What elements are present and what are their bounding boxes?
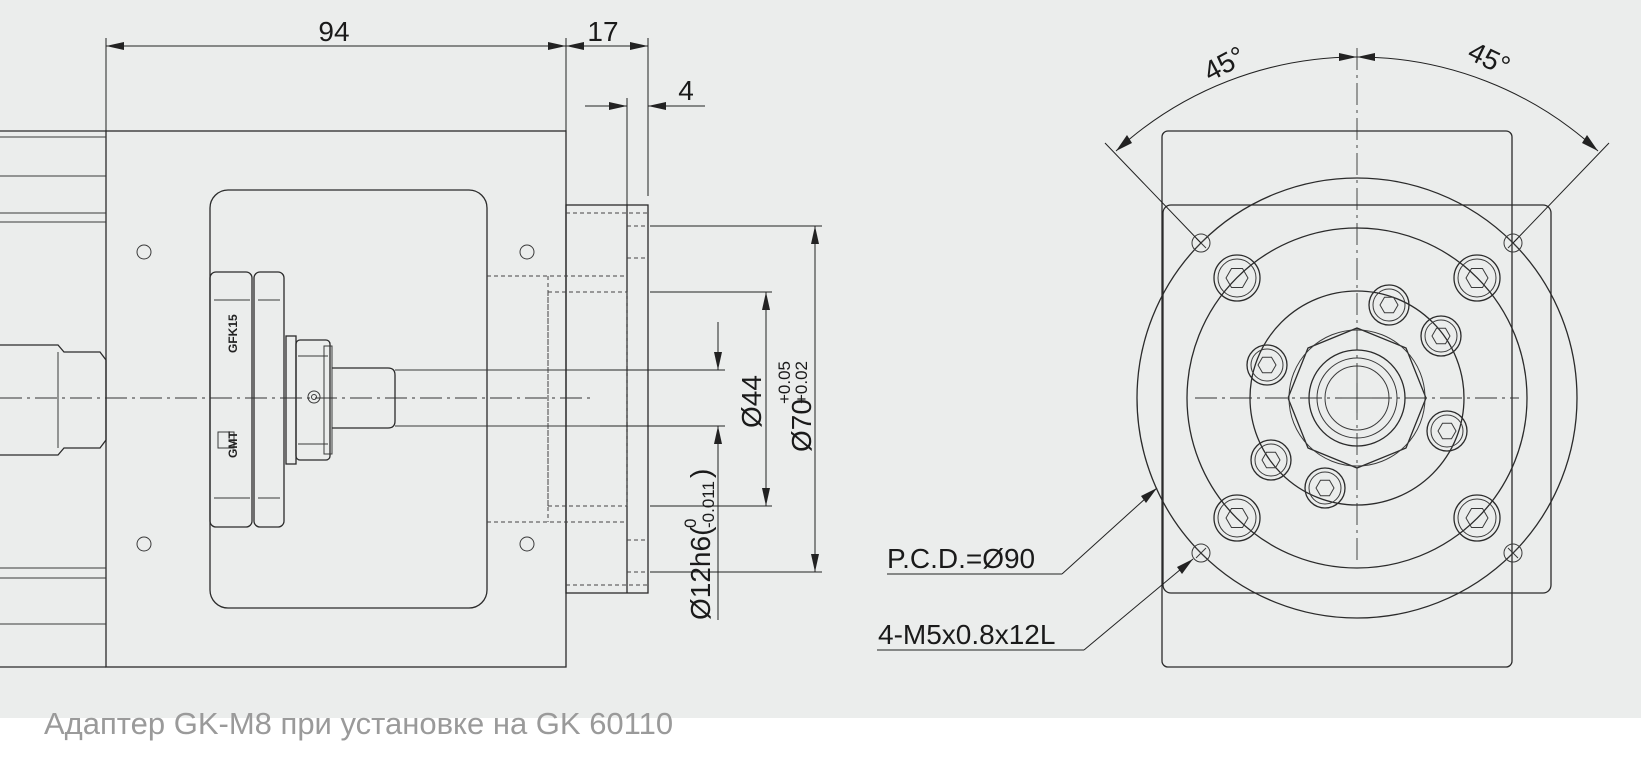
dim-spigot-70-tol-upper: +0.05 <box>775 361 794 404</box>
flange-outer-circle <box>1136 177 1578 619</box>
inner-bolt <box>1368 284 1410 326</box>
adapter-flange <box>487 204 649 594</box>
inner-bolt <box>1304 467 1346 509</box>
dim-length-94: 94 <box>318 16 349 47</box>
housing-outline <box>1161 130 1513 668</box>
dim-spigot-70: Ø70 +0.05 +0.02 <box>775 361 817 452</box>
angle-left-label: 45° <box>1198 40 1250 87</box>
dim-spigot-70-tol-lower: +0.02 <box>792 361 811 404</box>
dim-bore-44: Ø44 <box>736 375 767 428</box>
inner-bolt <box>1250 439 1292 481</box>
thread-callout: 4-M5x0.8x12L <box>877 558 1194 651</box>
inner-bolt <box>1246 344 1288 386</box>
coupling-model-text: GFK15 <box>226 314 240 353</box>
side-view: GFK15 GMT <box>0 16 822 668</box>
dim-spigot-70-base: Ø70 <box>786 399 817 452</box>
dim-shaft-base: Ø12h6( <box>685 526 716 620</box>
front-view: 45° 45° P.C.D.=Ø90 4-M5x0.8x12L <box>877 36 1610 668</box>
inner-bolt <box>1426 410 1468 452</box>
thread-label: 4-M5x0.8x12L <box>878 619 1055 650</box>
dim-shaft-12h6: Ø12h6( 0 -0.011 ) <box>681 469 718 620</box>
threaded-hole <box>1191 543 1211 563</box>
dim-shaft-close: ) <box>685 469 716 478</box>
inner-bolt <box>1420 315 1462 357</box>
dimensions-side: 94 17 4 Ø70 <box>105 16 822 620</box>
threaded-hole <box>1503 543 1523 563</box>
dim-flange-17: 17 <box>587 16 618 47</box>
angle-right-label: 45° <box>1463 36 1515 82</box>
coupling: GFK15 GMT <box>209 271 333 528</box>
coupling-brand-text: GMT <box>226 431 240 458</box>
dim-shaft-tol-upper: 0 <box>681 519 700 528</box>
pcd-label: P.C.D.=Ø90 <box>887 543 1035 574</box>
pcd-callout: P.C.D.=Ø90 <box>887 487 1158 575</box>
dim-step-4: 4 <box>678 75 694 106</box>
brand-logo-icon: GMT <box>217 431 240 458</box>
dim-shaft-tol-lower: -0.011 <box>699 481 718 528</box>
drawing-caption: Адаптер GK-M8 при установке на GK 60110 <box>44 706 674 741</box>
actuator-body <box>0 130 567 668</box>
